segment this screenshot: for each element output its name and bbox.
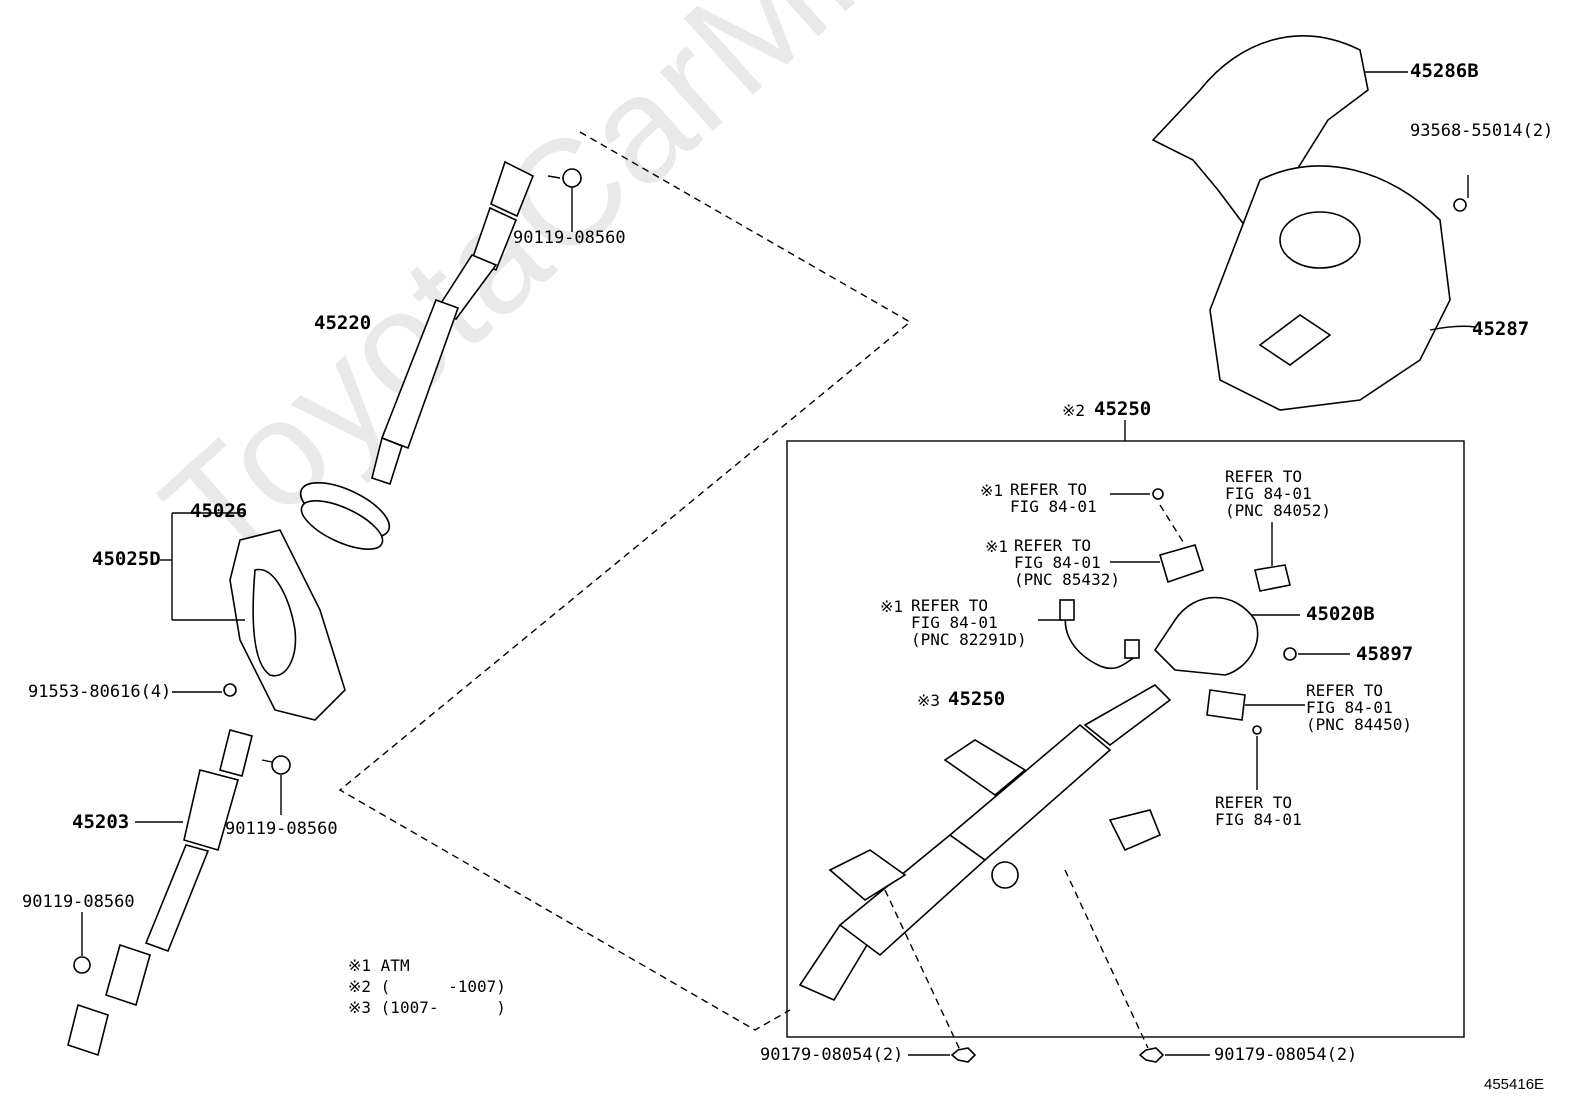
mark-2: ※2 [1062,401,1086,420]
bolt-90119-mid [261,755,291,815]
cover-45025d [160,512,346,721]
bearing-45026 [299,481,391,550]
reference-2: REFER TO FIG 84-01 (PNC 85432) [1014,536,1120,589]
label-93568: 93568-55014(2) [1410,121,1554,141]
bolt-90119-low [73,912,91,974]
mark-1-a: ※1 [980,481,1004,500]
reference-6: REFER TO FIG 84-01 [1215,793,1302,829]
dashed-boundary [338,131,912,1031]
label-45250-2: 45250 [1094,398,1152,420]
label-45203: 45203 [72,811,130,833]
label-45025d: 45025D [92,548,161,570]
sensor-parts [1038,488,1350,790]
reference-5: REFER TO FIG 84-01 (PNC 84450) [1306,681,1412,734]
legend-1: ※1 ATM [348,956,410,975]
legend-2: ※2 ( -1007) [348,977,506,996]
legend-3: ※3 (1007- ) [348,998,506,1017]
reference-4: REFER TO FIG 84-01 (PNC 84052) [1225,467,1331,520]
label-45220: 45220 [314,312,372,334]
nuts-90179 [884,869,1210,1063]
intermediate-shaft-45220 [371,160,535,486]
lower-cover-45287 [1209,165,1476,411]
lower-shaft-45203 [67,729,253,1057]
label-90119-top: 90119-08560 [513,228,626,248]
label-45897: 45897 [1356,643,1414,665]
screw-93568 [1453,175,1469,212]
label-90119-low: 90119-08560 [22,892,135,912]
reference-1: REFER TO FIG 84-01 [1010,480,1097,516]
label-45287: 45287 [1472,318,1530,340]
bolt-91553 [172,683,237,697]
label-45250-3: 45250 [948,688,1006,710]
label-45020b: 45020B [1306,603,1375,625]
label-90179-right: 90179-08054(2) [1214,1045,1358,1065]
reference-3: REFER TO FIG 84-01 (PNC 82291D) [911,596,1027,649]
label-90179-left: 90179-08054(2) [760,1045,904,1065]
bolt-90119-top [547,168,582,232]
steering-column-45250 [798,684,1172,1002]
mark-3: ※3 [917,691,941,710]
mark-1-c: ※1 [880,597,904,616]
diagram-id: 455416E [1484,1076,1545,1093]
label-90119-mid: 90119-08560 [225,819,338,839]
label-91553: 91553-80616(4) [28,682,172,702]
label-45286b: 45286B [1410,60,1479,82]
mark-1-b: ※1 [985,537,1009,556]
label-45026: 45026 [190,500,248,522]
